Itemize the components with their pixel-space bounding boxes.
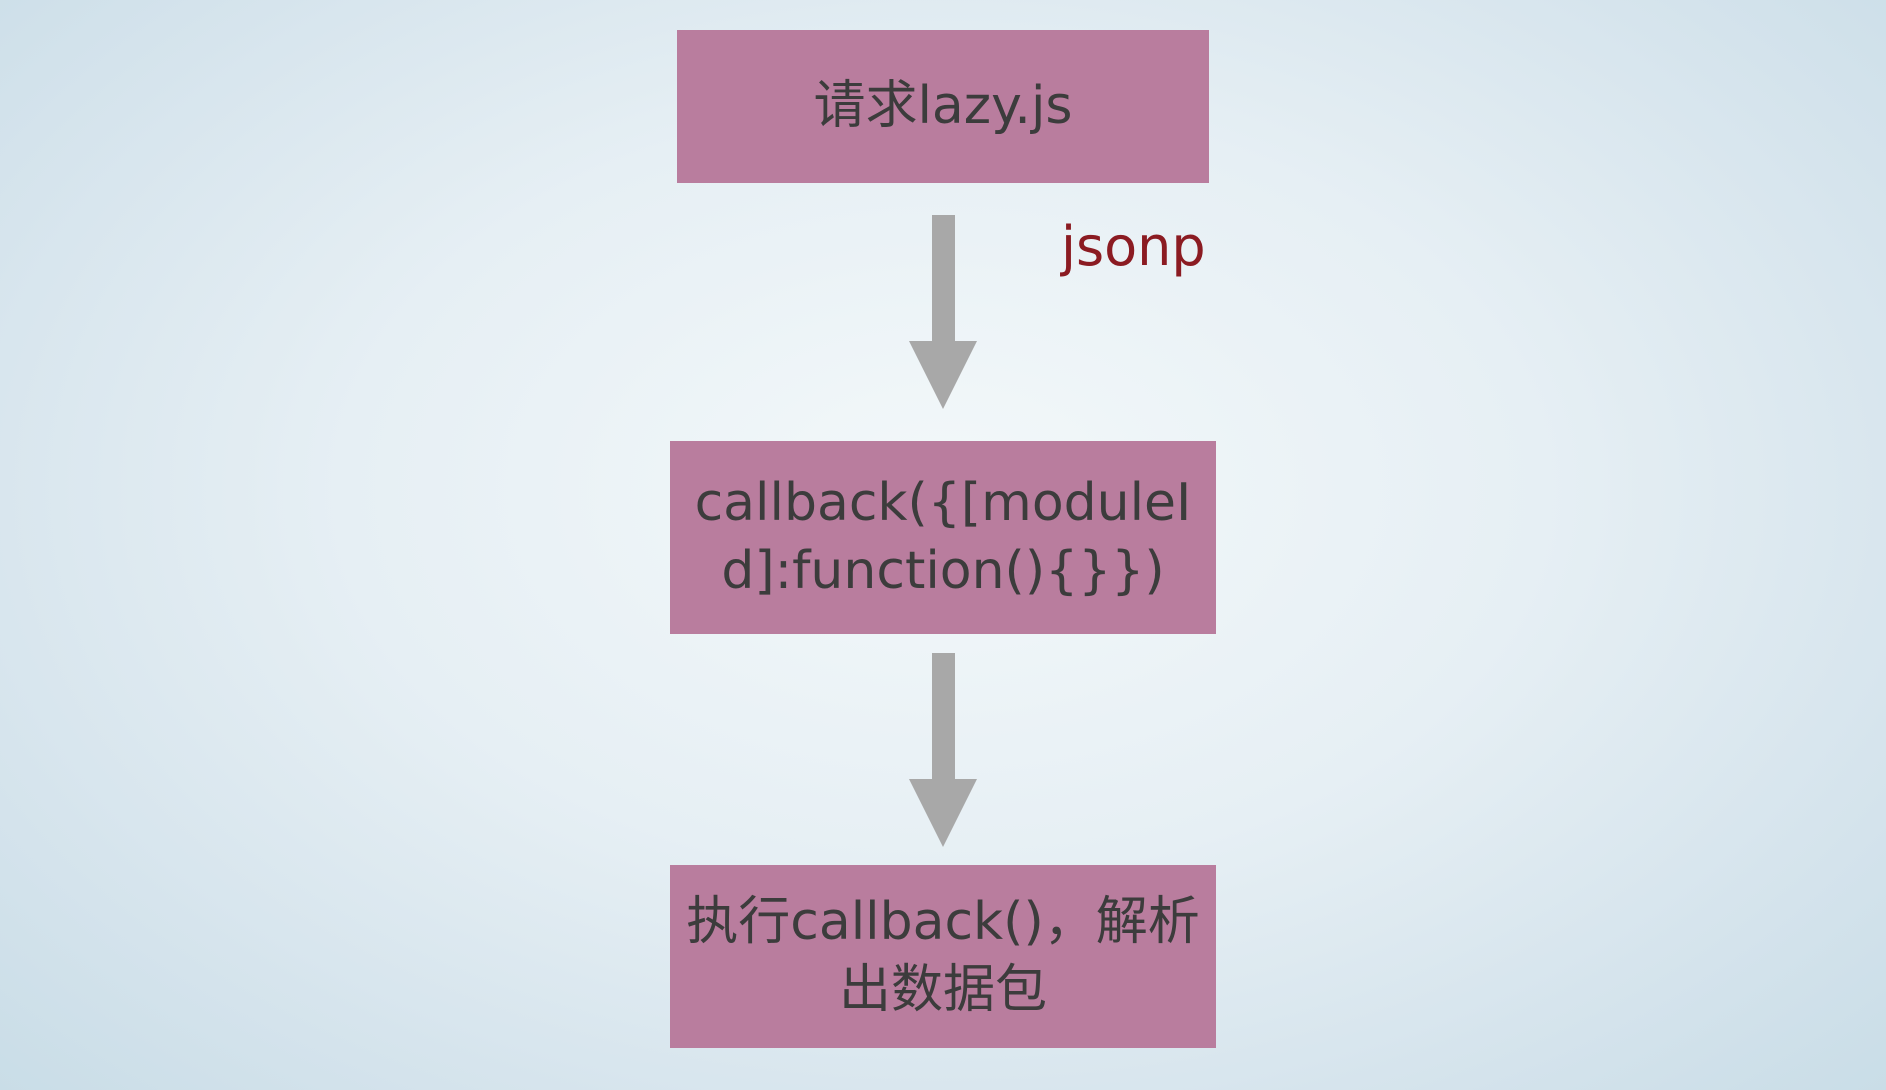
- flow-node-execute-callback: 执行callback()，解析出数据包: [670, 865, 1216, 1048]
- flowchart: 请求lazy.js jsonp callback({[moduleId]:fun…: [670, 0, 1216, 1048]
- arrow-down-icon: [909, 341, 977, 409]
- flow-edge-jsonp: jsonp: [909, 183, 1206, 441]
- arrow-down-icon: [909, 778, 977, 847]
- arrow-shaft: [931, 215, 955, 341]
- flow-node-request-lazy-js: 请求lazy.js: [677, 30, 1209, 183]
- flow-edge-to-execute: [909, 634, 977, 865]
- arrow-shaft: [931, 652, 955, 779]
- flow-node-label: 执行callback()，解析出数据包: [686, 891, 1200, 1020]
- flow-node-label: 请求lazy.js: [813, 75, 1073, 136]
- flow-node-callback-payload: callback({[moduleId]:function(){}}): [670, 441, 1216, 634]
- flow-node-label: callback({[moduleId]:function(){}}): [694, 472, 1192, 601]
- edge-label-jsonp: jsonp: [1061, 215, 1206, 278]
